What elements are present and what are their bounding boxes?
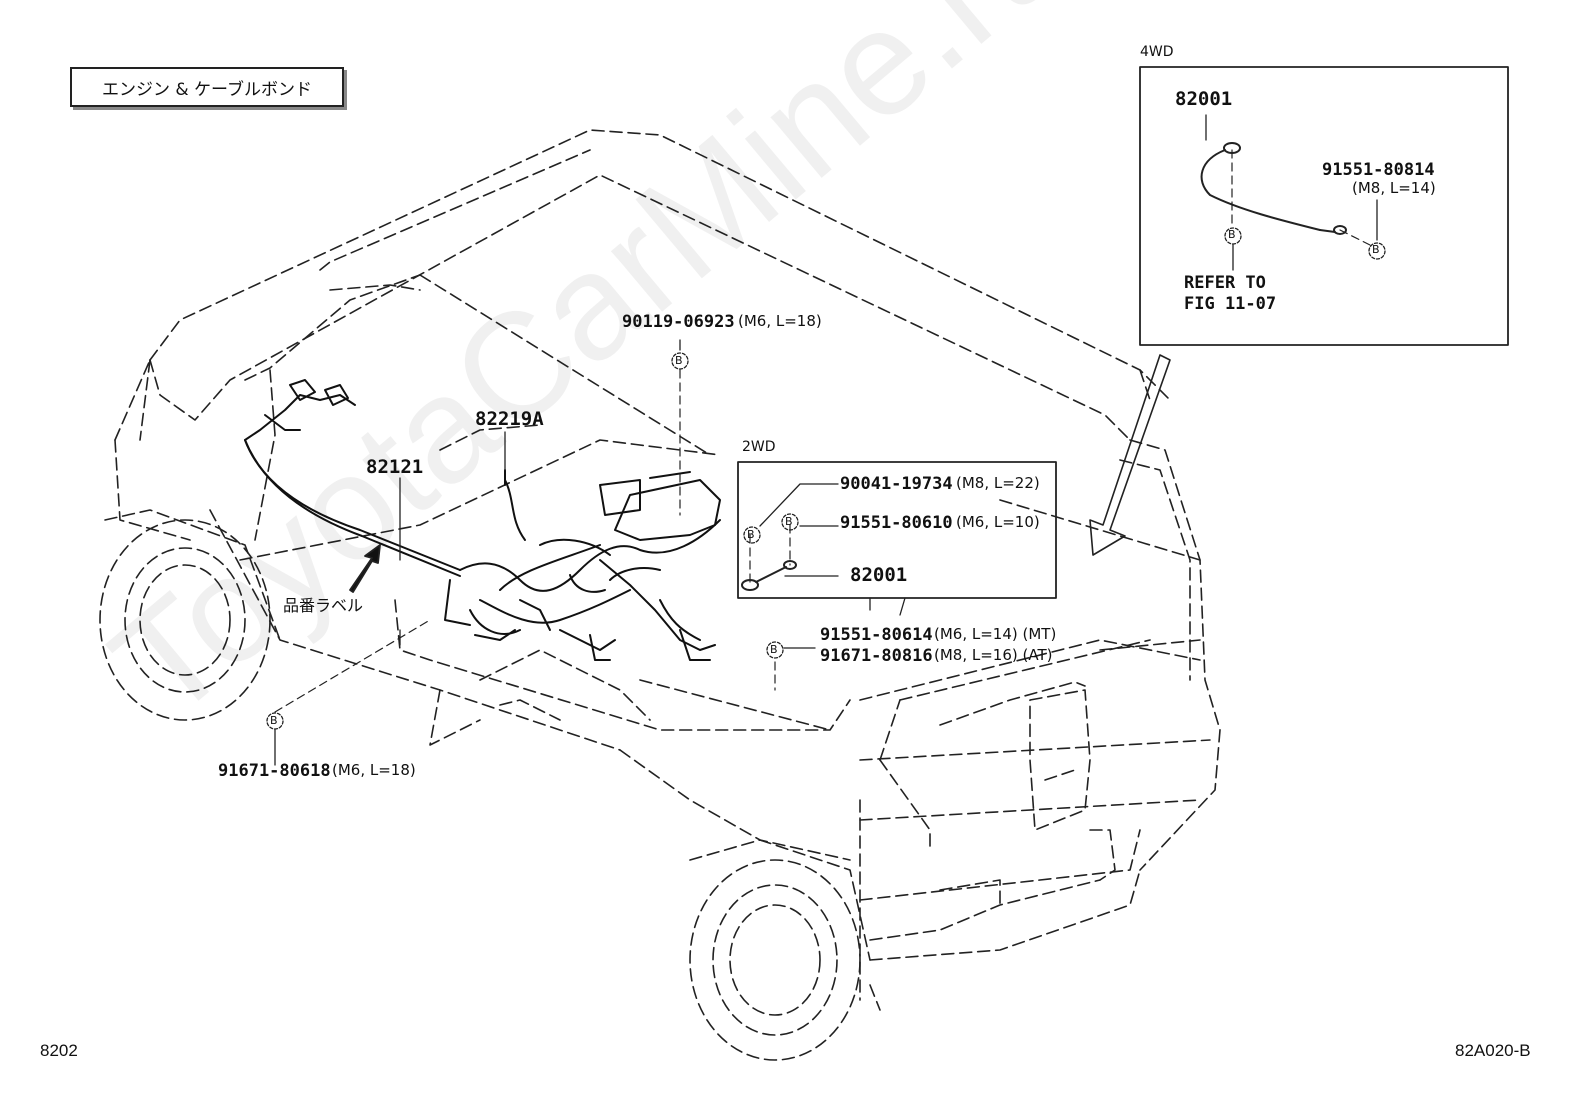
page-title: エンジン & ケーブルボンド — [70, 67, 344, 107]
label-arrow — [349, 544, 381, 593]
front-left-wheel — [99, 509, 281, 721]
inset-2wd-box — [737, 461, 1057, 599]
wire-82219a: 82219A — [475, 408, 544, 430]
inset-4wd-label: 4WD — [1140, 44, 1174, 60]
harness-82121: 82121 — [366, 456, 424, 478]
refer-text-line1: REFER TO — [1184, 273, 1266, 293]
figure-code: 82A020-B — [1455, 1041, 1531, 1060]
solid-leaders — [274, 114, 1378, 766]
marker-b: B — [1372, 243, 1380, 256]
marker-b: B — [1228, 228, 1236, 241]
page-code: 8202 — [40, 1041, 78, 1060]
refer-text-line2: FIG 11-07 — [1184, 294, 1277, 314]
bond-strap-2wd — [741, 560, 797, 591]
inset-4wd-box — [1139, 66, 1509, 346]
rear-left-wheel — [689, 839, 871, 1061]
marker-b: B — [675, 354, 683, 367]
bolt-91551-80614: 91551-80614 — [820, 625, 933, 645]
bond-strap-4wd — [1200, 142, 1347, 235]
part-number-label-note: 品番ラベル — [283, 596, 364, 615]
bolt-91671-80816: 91671-80816 — [820, 646, 933, 666]
bolt-91551-80614-spec: (M6, L=14) (MT) — [934, 625, 1057, 643]
bolt-91671-80618-spec: (M6, L=18) — [332, 761, 416, 779]
bolt-90041-19734: 90041-19734 — [840, 474, 953, 494]
marker-b: B — [747, 528, 755, 541]
bolt-91551-80814-spec: (M8, L=14) — [1352, 179, 1436, 197]
vehicle-body-outline — [114, 129, 1221, 1011]
marker-circles — [266, 227, 1386, 730]
marker-b: B — [785, 515, 793, 528]
engine-wire-harness — [244, 379, 721, 661]
part-82001-2wd: 82001 — [850, 564, 908, 586]
bolt-91671-80816-spec: (M8, L=16) (AT) — [934, 646, 1053, 664]
bolt-91551-80610: 91551-80610 — [840, 513, 953, 533]
arrow-to-vehicle — [1089, 354, 1171, 556]
marker-b: B — [770, 643, 778, 656]
bolt-91551-80814: 91551-80814 — [1322, 160, 1435, 180]
bolt-91551-80610-spec: (M6, L=10) — [956, 513, 1040, 531]
bolt-91671-80618: 91671-80618 — [218, 761, 331, 781]
bolt-90119-06923-spec: (M6, L=18) — [738, 312, 822, 330]
marker-b: B — [270, 714, 278, 727]
page-title-text: エンジン & ケーブルボンド — [101, 79, 313, 100]
part-82001-4wd: 82001 — [1175, 88, 1233, 110]
inset-2wd-label: 2WD — [742, 439, 776, 455]
bolt-90041-19734-spec: (M8, L=22) — [956, 474, 1040, 492]
bolt-90119-06923: 90119-06923 — [622, 312, 735, 332]
